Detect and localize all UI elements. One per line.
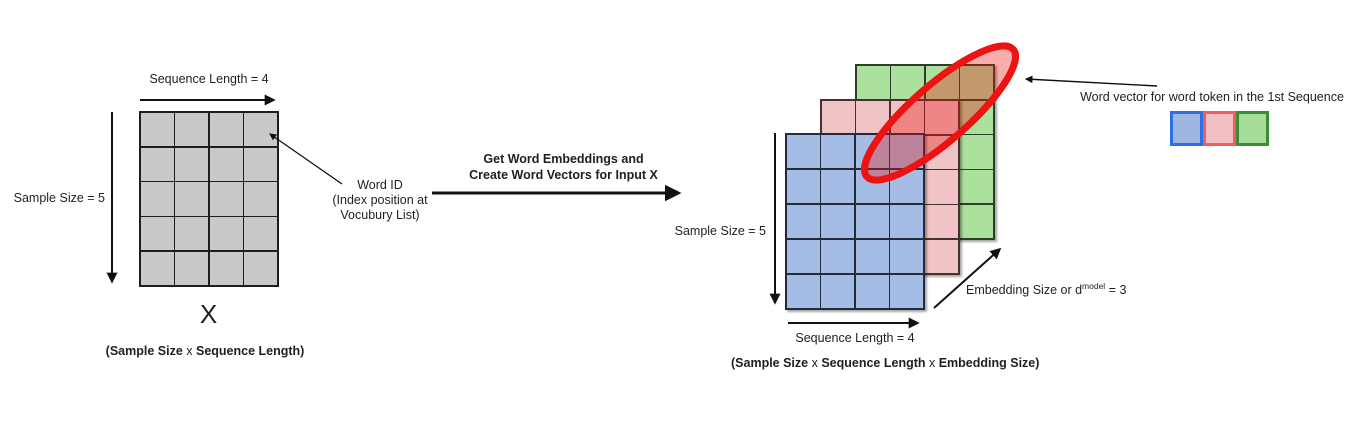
matrix-cell — [244, 251, 277, 285]
depth-axis-label-prefix: Embedding Size or d — [966, 283, 1083, 298]
depth-axis-label: Embedding Size or dmodel = 3 — [966, 279, 1126, 298]
matrix-cell — [822, 101, 855, 135]
matrix-cell — [890, 169, 923, 204]
matrix-cell — [925, 205, 958, 239]
matrix-cell — [244, 147, 277, 181]
embedding-layer-1-grid — [785, 133, 925, 310]
matrix-cell — [175, 217, 209, 251]
caption-separator: x — [808, 356, 822, 370]
word-id-note: Word ID (Index position at Vocubury List… — [302, 178, 458, 223]
matrix-cell — [925, 170, 958, 204]
transform-label-line1: Get Word Embeddings and — [483, 152, 644, 166]
matrix-cell — [175, 113, 209, 147]
matrix-cell — [209, 147, 243, 181]
matrix-cell — [960, 100, 993, 134]
matrix-cell — [855, 239, 889, 274]
matrix-cell — [141, 251, 174, 285]
matrix-cell — [925, 101, 958, 135]
matrix-cell — [175, 182, 209, 216]
matrix-cell — [925, 135, 958, 169]
matrix-cell — [209, 113, 243, 147]
matrix-cell — [209, 251, 243, 285]
matrix-cell — [855, 274, 889, 308]
transform-arrow-label: Get Word Embeddings and Create Word Vect… — [441, 151, 686, 183]
matrix-cell — [960, 135, 993, 169]
matrix-cell — [890, 135, 923, 169]
matrix-cell — [821, 135, 855, 169]
matrix-cell — [787, 169, 820, 204]
matrix-cell — [209, 182, 243, 216]
matrix-cell — [175, 147, 209, 181]
left-top-axis-label: Sequence Length = 4 — [149, 72, 269, 86]
left-side-axis-label: Sample Size = 5 — [13, 191, 105, 205]
word-vector-cell-pink — [1203, 111, 1236, 146]
matrix-cell — [141, 113, 174, 147]
left-figure-caption: (Sample Size x Sequence Length) — [85, 344, 325, 358]
word-id-note-line3: Vocubury List) — [340, 208, 420, 222]
matrix-cell — [787, 239, 820, 274]
word-vector-annotation: Word vector for word token in the 1st Se… — [1080, 90, 1344, 104]
caption-part: (Sample Size — [731, 356, 809, 370]
matrix-cell — [855, 204, 889, 239]
matrix-cell — [925, 66, 959, 100]
matrix-cell — [891, 66, 925, 100]
matrix-cell — [925, 239, 958, 273]
word-id-note-line1: Word ID — [357, 178, 403, 192]
transform-label-line2: Create Word Vectors for Input X — [469, 168, 658, 182]
word-id-pointer-arrow — [269, 133, 343, 185]
matrix-cell — [890, 204, 923, 239]
matrix-cell — [960, 204, 993, 238]
matrix-cell — [141, 217, 174, 251]
caption-part: Sequence Length — [821, 356, 926, 370]
matrix-cell — [244, 182, 277, 216]
right-figure-caption: (Sample Size x Sequence Length x Embeddi… — [731, 356, 1039, 370]
matrix-cell — [890, 274, 923, 308]
caption-separator: x — [925, 356, 939, 370]
matrix-cell — [209, 217, 243, 251]
matrix-cell — [890, 239, 923, 274]
matrix-cell — [890, 101, 924, 135]
matrix-cell — [821, 169, 855, 204]
matrix-cell — [856, 101, 890, 135]
matrix-cell — [244, 217, 277, 251]
matrix-cell — [960, 170, 993, 204]
matrix-cell — [960, 66, 993, 100]
matrix-cell — [787, 135, 820, 169]
word-vector-cell-green — [1236, 111, 1269, 146]
caption-separator: x — [182, 344, 196, 358]
matrix-cell — [787, 274, 820, 308]
caption-part: Embedding Size) — [938, 356, 1040, 370]
matrix-cell — [244, 113, 277, 147]
matrix-cell — [175, 251, 209, 285]
matrix-cell — [787, 204, 820, 239]
matrix-cell — [821, 239, 855, 274]
matrix-cell — [141, 182, 174, 216]
matrix-cell — [821, 204, 855, 239]
caption-part: (Sample Size — [105, 344, 183, 358]
depth-axis-label-suffix: = 3 — [1105, 283, 1127, 298]
annotation-pointer-arrow — [1024, 75, 1158, 87]
right-bottom-axis-label: Sequence Length = 4 — [795, 331, 915, 345]
matrix-x-name: X — [199, 299, 219, 329]
matrix-cell — [855, 135, 889, 169]
word-id-note-line2: (Index position at — [332, 193, 428, 207]
matrix-cell — [855, 169, 889, 204]
caption-part: Sequence Length) — [195, 344, 305, 358]
matrix-cell — [821, 274, 855, 308]
right-side-axis-label: Sample Size = 5 — [674, 224, 766, 238]
depth-axis-label-superscript: model — [1082, 281, 1106, 291]
input-matrix-x-grid — [139, 111, 279, 287]
matrix-cell — [141, 147, 174, 181]
word-vector-cell-blue — [1170, 111, 1203, 146]
matrix-cell — [857, 66, 890, 100]
